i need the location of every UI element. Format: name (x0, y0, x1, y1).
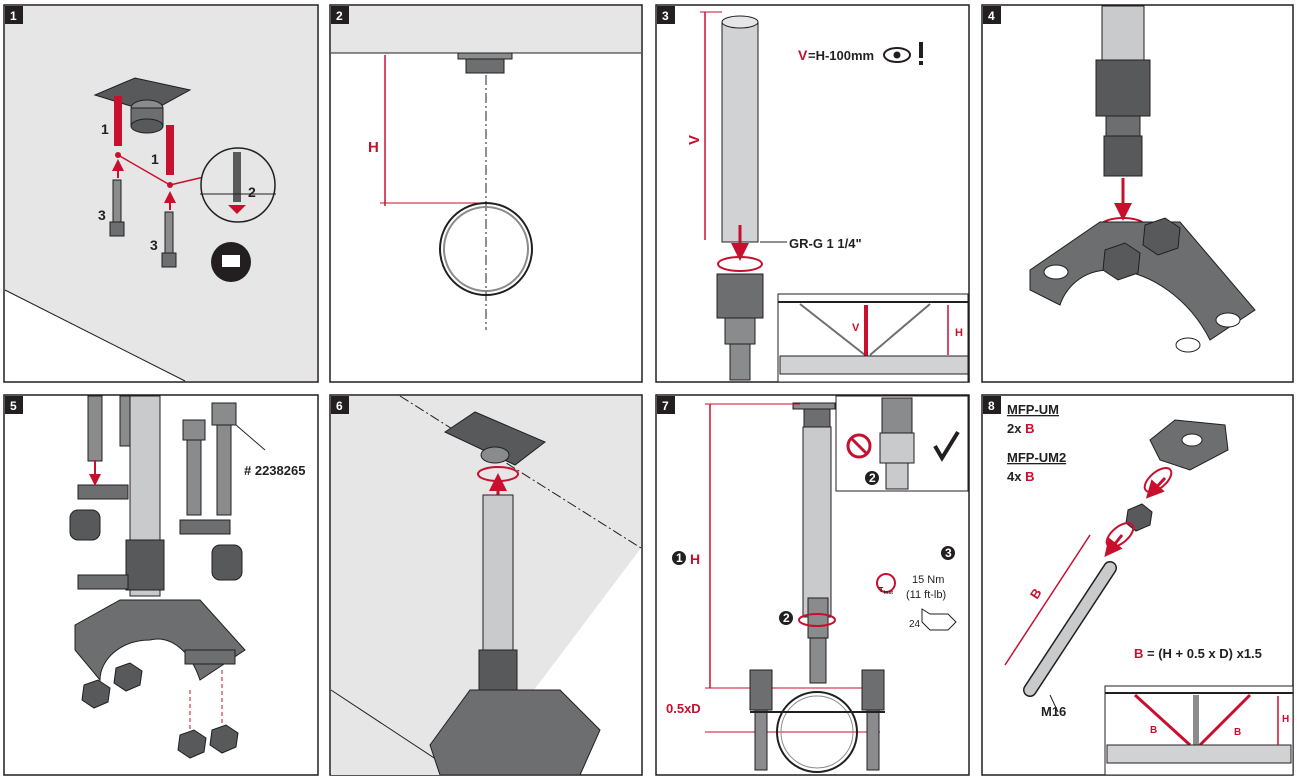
checkmark-icon (933, 430, 960, 462)
inset-b-label: B (1150, 725, 1157, 736)
panel-number: 1 (10, 9, 17, 23)
panel-number: 4 (988, 9, 995, 23)
panel-number: 3 (662, 9, 669, 23)
panel-3: 3 V V =H-100mm GR-G 1 1/4" V H (655, 4, 970, 383)
mfp-um-label: MFP-UM (1007, 402, 1059, 417)
inset-v-label: V (852, 322, 860, 334)
formula-b: B = (H + 0.5 x D) x1.5 (1134, 646, 1262, 661)
panel-number: 8 (988, 399, 995, 413)
panel-6: 6 (329, 394, 643, 776)
eye-icon (883, 42, 923, 65)
formula-v-prefix: V (798, 47, 808, 63)
prohibited-icon (846, 433, 872, 459)
panel-number: 6 (336, 399, 343, 413)
step-badge (5, 6, 23, 24)
rod-size-label: M16 (1041, 704, 1066, 719)
dimension-h-label: H (368, 139, 379, 156)
dimension-h-label: H (690, 551, 700, 567)
step-badge-label: 2 (783, 611, 790, 625)
panel-8: 8 MFP-UM 2x B MFP-UM2 4x B B B = (H + 0.… (981, 394, 1294, 776)
step-badge-label: 1 (676, 551, 683, 565)
step-label: 2 (248, 184, 256, 200)
inset-b-label: B (1234, 727, 1241, 738)
panel-number: 5 (10, 399, 17, 413)
step-badge-label: 3 (945, 546, 952, 560)
mfp-um2-label: MFP-UM2 (1007, 450, 1066, 465)
panel-1: 1 1 1 2 3 3 (3, 4, 319, 383)
panel-2: 2 H (329, 4, 643, 383)
panel-number: 2 (336, 9, 343, 23)
step-label: 1 (101, 121, 109, 137)
torque-nm-label: 15 Nm (912, 574, 944, 586)
torque-icon (876, 573, 896, 593)
hex-wrench-icon (921, 608, 957, 631)
inset-h-label: H (1282, 714, 1289, 725)
dimension-v-label: V (686, 135, 703, 145)
inset-step-label: 2 (869, 471, 876, 485)
wrench-size-label: 24 (909, 619, 921, 630)
torque-symbol: T (879, 587, 884, 594)
step-label: 3 (150, 237, 158, 253)
qty-2: 4x B (1007, 469, 1034, 484)
qty-1: 2x B (1007, 421, 1034, 436)
panel-number: 7 (662, 399, 669, 413)
inset-h-label: H (955, 327, 963, 339)
torque-subscript: inst (884, 590, 893, 596)
step-label: 3 (98, 207, 106, 223)
panel-4: 4 (981, 4, 1294, 383)
part-number-label: # 2238265 (244, 463, 305, 478)
formula-v: =H-100mm (808, 48, 874, 63)
step-label: 1 (151, 151, 159, 167)
panel-5: 5 # 2238265 (3, 394, 319, 776)
torque-ftlb-label: (11 ft-lb) (906, 589, 946, 601)
dimension-half-d-label: 0.5xD (666, 701, 701, 716)
panel-7: 7 2 1 H 2 3 T (655, 394, 970, 776)
pipe-size-label: GR-G 1 1/4" (789, 236, 862, 251)
